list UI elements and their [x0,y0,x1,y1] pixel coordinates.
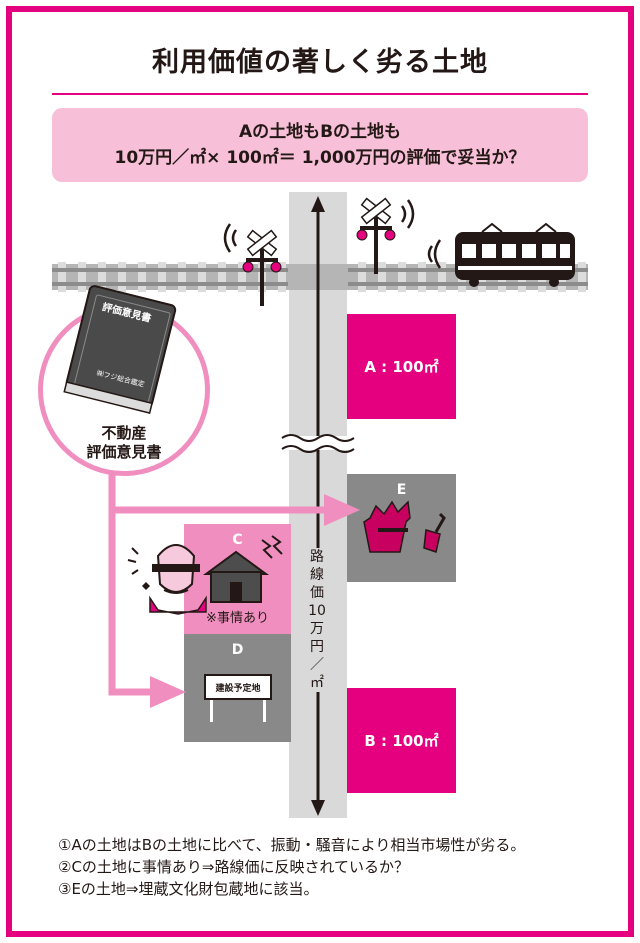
lot-d-label: D [231,642,244,658]
lot-b-label: B : 100㎡ [364,732,439,750]
road-label-char: 10 [308,603,326,619]
lot-e-label: E [396,482,407,498]
road-label-char: 万 [310,621,324,637]
lot-c-label: C [232,532,243,548]
road-label-char: 線 [310,567,324,583]
question-line-1: Aの土地もBの土地も [238,122,402,142]
note-item: ②Cの土地に事情あり⇒路線価に反映されているか？ [58,858,410,876]
page-title: 利用価値の著しく劣る土地 [152,47,488,78]
title-divider [52,93,588,95]
construction-sign: 建設予定地 [204,674,272,700]
question-box: Aの土地もBの土地も 10万円／㎡× 100㎡＝ 1,000万円の評価で妥当か？ [52,108,588,182]
book-caption-line-1: 不動産 [101,424,147,442]
road-label-char: ㎡ [310,675,324,691]
lot-a-label: A : 100㎡ [364,358,439,376]
note-item: ①Aの土地はBの土地に比べて、振動・騒音により相当市場性が劣る。 [58,836,526,854]
lot-b: B : 100㎡ [347,688,456,793]
book-caption-line-2: 評価意見書 [86,443,162,461]
arrow-to-lot-d [150,676,186,708]
book-caption: 不動産 評価意見書 [38,424,210,462]
lot-c-note: ※事情あり [206,611,269,626]
lot-a: A : 100㎡ [347,314,456,419]
note-item: ③Eの土地⇒埋蔵文化財包蔵地に該当。 [58,880,319,898]
book-publisher: ㈱フジ総合鑑定 [95,369,146,389]
book-cover-title: 評価意見書 [100,302,153,325]
lot-d: D 建設予定地 [184,634,291,742]
road-label-char: ／ [310,657,324,673]
notes-list: ①Aの土地はBの土地に比べて、振動・騒音により相当市場性が劣る。 ②Cの土地に事… [58,834,525,900]
road-label-char: 価 [310,585,324,601]
arrow-to-lot-e [324,494,360,526]
road-price-label: 路 線 価 10 万 円 ／ ㎡ [306,548,328,692]
road-label-char: 円 [310,639,324,655]
question-line-2: 10万円／㎡× 100㎡＝ 1,000万円の評価で妥当か？ [114,148,526,168]
road-label-char: 路 [310,549,324,565]
construction-sign-text: 建設予定地 [215,683,261,694]
book-cover: 評価意見書 ㈱フジ総合鑑定 [74,290,184,410]
